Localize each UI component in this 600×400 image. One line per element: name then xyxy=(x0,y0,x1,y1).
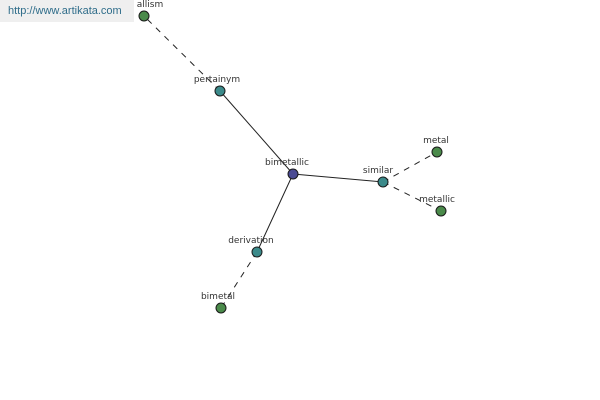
node-label-pertainym: pertainym xyxy=(194,75,240,85)
node-dot-bimetal[interactable] xyxy=(215,302,227,314)
edge-bimetallic-similar xyxy=(292,173,384,183)
node-label-bimetal: bimetal xyxy=(201,292,235,302)
node-similar[interactable]: similar xyxy=(363,166,393,188)
node-bimetal[interactable]: bimetal xyxy=(201,292,235,314)
node-derivation[interactable]: derivation xyxy=(228,236,274,258)
node-metallic[interactable]: metallic xyxy=(419,195,455,217)
node-dot-allism[interactable] xyxy=(138,10,150,22)
node-label-bimetallic: bimetallic xyxy=(265,158,309,168)
node-label-metal: metal xyxy=(423,136,449,146)
node-allism[interactable]: allism xyxy=(137,0,163,22)
node-metal[interactable]: metal xyxy=(423,136,449,158)
node-label-similar: similar xyxy=(363,166,393,176)
node-label-allism: allism xyxy=(137,0,163,10)
node-dot-derivation[interactable] xyxy=(251,246,263,258)
edge-pertainym-allism xyxy=(143,15,221,92)
node-label-derivation: derivation xyxy=(228,236,274,246)
edge-bimetallic-pertainym xyxy=(219,90,294,175)
watermark-link[interactable]: http://www.artikata.com xyxy=(0,0,134,22)
edge-similar-metal xyxy=(382,151,438,183)
edge-bimetallic-derivation xyxy=(256,173,294,253)
node-pertainym[interactable]: pertainym xyxy=(194,75,240,97)
edges-layer xyxy=(143,15,442,309)
node-dot-metal[interactable] xyxy=(431,146,443,158)
node-dot-metallic[interactable] xyxy=(435,205,447,217)
node-dot-similar[interactable] xyxy=(377,176,389,188)
node-bimetallic[interactable]: bimetallic xyxy=(265,158,309,180)
nodes-layer: bimetallic pertainym similar derivation alli… xyxy=(137,0,455,314)
node-dot-bimetallic[interactable] xyxy=(287,168,299,180)
node-dot-pertainym[interactable] xyxy=(214,85,226,97)
node-label-metallic: metallic xyxy=(419,195,455,205)
